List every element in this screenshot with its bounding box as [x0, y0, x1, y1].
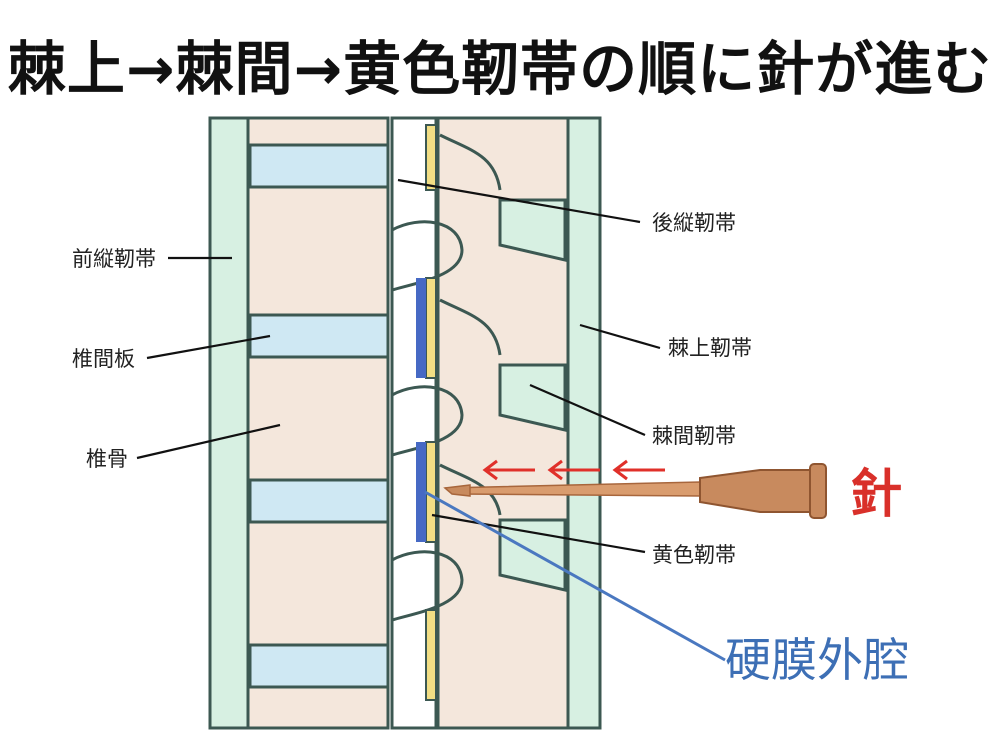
label-needle: 針	[850, 465, 902, 525]
epidural-2	[416, 442, 426, 542]
leader-lines	[136, 178, 661, 554]
direction-arrow-icon	[547, 459, 600, 481]
lamina-curve-3	[391, 550, 464, 622]
direction-arrow-icon	[482, 459, 535, 481]
discs	[248, 143, 390, 689]
leader-flavum	[431, 513, 646, 554]
vertebral-column	[246, 116, 390, 730]
leader-vertebra	[136, 423, 281, 460]
needle-bevel	[443, 484, 471, 497]
epidural-1	[416, 278, 426, 378]
needle-hub	[699, 469, 811, 513]
leader-interspinous	[529, 383, 646, 437]
interspinous-1	[498, 198, 567, 262]
label-intervertebral-disc: 椎間板	[72, 347, 135, 371]
supraspinous-strip	[566, 116, 602, 730]
direction-arrows	[482, 459, 665, 481]
spinous-curve-1	[439, 133, 502, 191]
anterior-ligament-strip	[208, 116, 252, 730]
label-posterior-longitudinal: 後縦靭帯	[652, 211, 736, 235]
flavum-1	[425, 124, 437, 191]
leader-posterior-longitudinal	[397, 178, 641, 224]
disc-2	[248, 313, 390, 359]
needle-cap	[809, 463, 827, 519]
label-epidural-space: 硬膜外腔	[725, 633, 909, 687]
flavum-2	[425, 277, 437, 379]
flavum-4	[425, 609, 437, 701]
interspinous-ligaments	[498, 198, 567, 592]
spinous-curve-2	[439, 298, 502, 356]
leader-disc	[146, 334, 271, 360]
direction-arrow-icon	[612, 459, 665, 481]
epidural-leader	[424, 490, 726, 662]
page-title: 棘上→棘間→黄色靭帯の順に針が進む	[7, 35, 993, 103]
label-anterior-longitudinal: 前縦靭帯	[72, 247, 156, 271]
needle-icon	[443, 463, 827, 519]
epidural-bands	[416, 278, 426, 542]
disc-4	[248, 643, 390, 689]
spinous-curve-3	[439, 463, 502, 516]
interspinous-2	[498, 363, 567, 432]
leader-supraspinous	[579, 323, 661, 350]
label-interspinous: 棘間靭帯	[652, 424, 736, 448]
interspinous-3	[498, 518, 567, 592]
label-supraspinous: 棘上靭帯	[668, 336, 752, 360]
label-ligamentum-flavum: 黄色靭帯	[652, 543, 736, 567]
disc-3	[248, 478, 390, 524]
label-vertebra: 椎骨	[86, 447, 128, 471]
disc-1	[248, 143, 390, 189]
